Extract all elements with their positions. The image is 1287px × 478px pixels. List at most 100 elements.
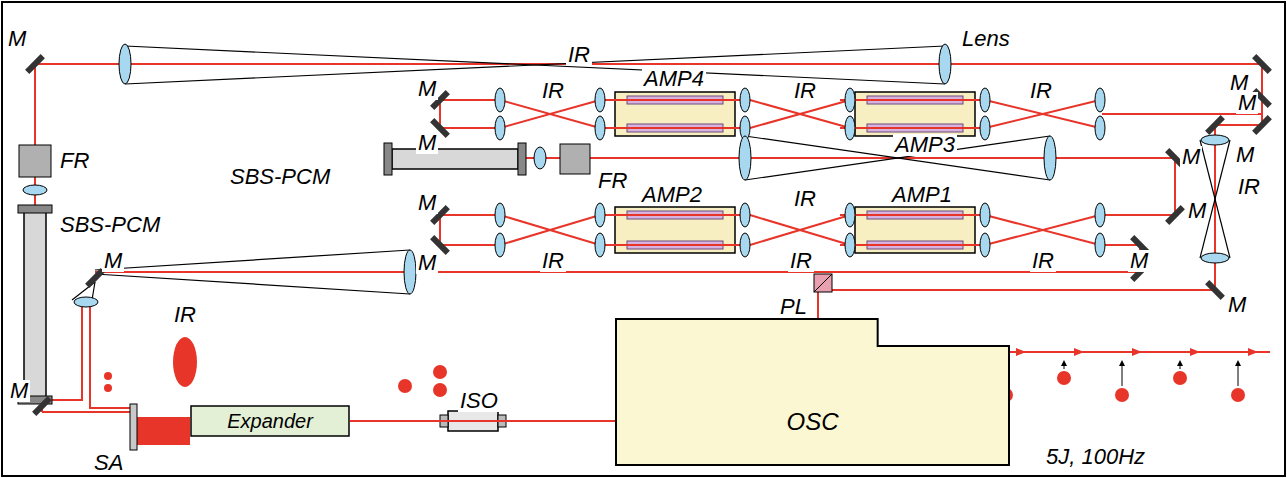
amp-chain xyxy=(440,207,1100,253)
part-label: PL xyxy=(778,296,809,318)
mirror xyxy=(25,54,45,74)
lens xyxy=(845,233,855,257)
amplifier-head xyxy=(855,207,975,253)
faraday-rotator xyxy=(560,144,590,174)
amplifier-head xyxy=(615,92,735,136)
lens xyxy=(23,185,47,195)
beam-connector xyxy=(350,420,615,422)
node-text: Expander xyxy=(227,411,313,431)
mirror-label: M xyxy=(1228,72,1250,94)
lens xyxy=(845,203,855,227)
part-label: SBS-PCM xyxy=(228,166,332,188)
pulses xyxy=(104,337,447,397)
mirror-label: M xyxy=(416,192,438,214)
part-label: AMP2 xyxy=(640,184,704,206)
mirror xyxy=(1205,280,1225,300)
part-label: SBS-PCM xyxy=(58,214,162,236)
lens xyxy=(740,233,750,257)
amp-chain xyxy=(440,92,1100,136)
lens xyxy=(980,233,990,257)
lens xyxy=(845,116,855,140)
mirror-label: M xyxy=(416,252,438,274)
mirror-label: M xyxy=(1236,92,1258,114)
part-label: IR xyxy=(540,250,566,272)
lens xyxy=(595,88,605,112)
mirror-label: M xyxy=(102,250,124,272)
lens xyxy=(495,233,505,257)
lens xyxy=(404,250,416,294)
part-label: 5J, 100Hz xyxy=(1044,446,1147,468)
lens xyxy=(495,116,505,140)
lens xyxy=(845,88,855,112)
lens xyxy=(1095,116,1105,140)
expander-box: Expander xyxy=(190,405,350,437)
lens xyxy=(1095,88,1105,112)
faraday-rotator xyxy=(19,145,51,177)
lens xyxy=(1095,203,1105,227)
part-label: IR xyxy=(788,250,814,272)
lens xyxy=(74,297,98,307)
part-label: IR xyxy=(540,80,566,102)
part-label: SA xyxy=(92,452,125,474)
lens xyxy=(739,136,751,180)
lens xyxy=(1044,136,1056,180)
part-label: IR xyxy=(1236,176,1262,198)
lens xyxy=(595,116,605,140)
polarizer xyxy=(814,274,832,292)
mirror-label: M xyxy=(416,132,438,154)
image-relay-lines xyxy=(72,46,1230,300)
part-label: AMP4 xyxy=(642,68,706,90)
lenses xyxy=(23,44,1229,307)
saturable-absorber xyxy=(130,404,137,450)
lens xyxy=(595,233,605,257)
part-label: IR xyxy=(792,188,818,210)
amplifier-head xyxy=(615,207,735,253)
mirror-label: M xyxy=(416,78,438,100)
lens xyxy=(595,203,605,227)
mirror-label: M xyxy=(6,28,28,50)
part-label: IR xyxy=(1030,250,1056,272)
lens xyxy=(980,88,990,112)
lens xyxy=(495,88,505,112)
expanded-beam xyxy=(137,417,190,445)
sbs-pcm-vertical xyxy=(18,205,52,404)
lens xyxy=(119,44,131,84)
node-outline xyxy=(615,318,1010,466)
lens xyxy=(740,203,750,227)
part-label: ISO xyxy=(458,390,500,412)
oscillator-box: OSC xyxy=(615,318,1010,466)
mirror xyxy=(1205,115,1225,135)
mirror-label: M xyxy=(1128,250,1150,272)
lens xyxy=(1201,135,1229,145)
amplifier-head xyxy=(855,92,975,136)
lens xyxy=(1201,253,1229,263)
sbs-pcm-horizontal xyxy=(384,143,526,175)
part-label: IR xyxy=(172,304,198,326)
mirror xyxy=(32,396,52,416)
lens xyxy=(1095,233,1105,257)
part-label: FR xyxy=(596,170,629,192)
mirror-label: M xyxy=(1180,146,1202,168)
amplifier-chains xyxy=(440,92,1100,253)
lens xyxy=(980,203,990,227)
part-label: AMP3 xyxy=(893,134,957,156)
lens xyxy=(740,88,750,112)
node-text: OSC xyxy=(786,410,838,434)
lens xyxy=(495,203,505,227)
mirror-label: M xyxy=(1226,294,1248,316)
mirror xyxy=(1165,205,1185,225)
mirror-label: M xyxy=(1234,144,1256,166)
mirror-label: M xyxy=(1186,200,1208,222)
lens xyxy=(939,44,951,84)
part-label: IR xyxy=(566,44,592,66)
mirror-label: M xyxy=(8,380,30,402)
part-label: AMP1 xyxy=(890,184,954,206)
mirror xyxy=(1252,115,1272,135)
part-label: IR xyxy=(1028,80,1054,102)
part-label: Lens xyxy=(960,28,1012,50)
lens xyxy=(980,116,990,140)
part-label: FR xyxy=(58,150,91,172)
lens xyxy=(534,147,546,169)
